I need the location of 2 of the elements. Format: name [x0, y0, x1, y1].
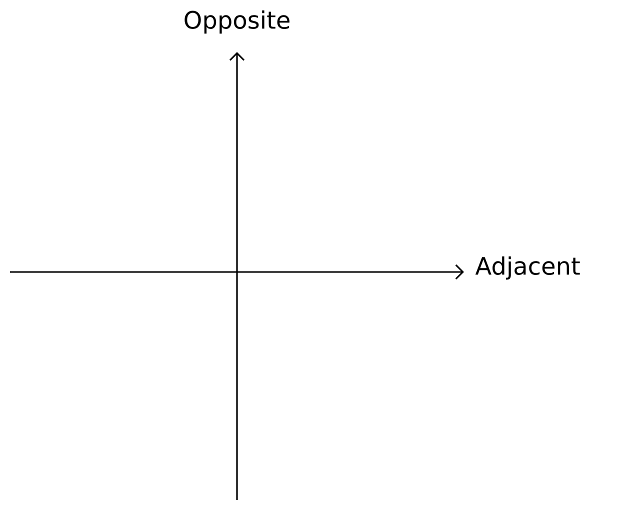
axis-label: Opposite [184, 10, 290, 34]
axis-label: Adjacent [475, 256, 580, 280]
